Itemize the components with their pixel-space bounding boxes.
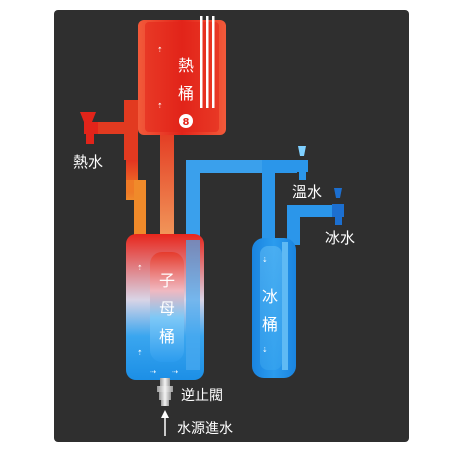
warm-faucet-icon	[296, 146, 308, 180]
svg-text:⇡: ⇡	[137, 349, 143, 357]
mother-tank-label-1: 子	[159, 271, 175, 290]
svg-text:⇡: ⇡	[157, 46, 163, 54]
mother-tank: ⇡ ⇡ ⇢ ⇢	[126, 234, 204, 380]
mother-tank-label-2: 母	[159, 299, 175, 318]
svg-text:⇡: ⇡	[137, 264, 143, 272]
warm-water-label: 溫水	[292, 183, 322, 201]
svg-text:⇣: ⇣	[262, 346, 268, 354]
svg-text:8: 8	[183, 117, 190, 128]
svg-text:⇢: ⇢	[172, 368, 178, 376]
check-valve-label: 逆止閥	[181, 388, 223, 404]
background-panel	[54, 10, 409, 442]
cold-tank-label-2: 桶	[262, 315, 278, 334]
ice-faucet-icon	[332, 188, 344, 225]
cold-tank: ⇣ ⇣	[252, 238, 296, 378]
hot-faucet-icon	[80, 112, 98, 144]
water-inlet-label: 水源進水	[177, 421, 233, 437]
check-valve-icon	[157, 378, 173, 406]
hot-tank: ⇡ ⇡ 8	[138, 16, 226, 135]
hot-water-label: 熱水	[73, 153, 103, 171]
svg-text:⇣: ⇣	[262, 256, 268, 264]
heater-icon	[179, 114, 193, 128]
svg-text:⇢: ⇢	[150, 368, 156, 376]
ice-water-label: 冰水	[325, 229, 355, 247]
inlet-arrow-icon	[161, 410, 169, 436]
hot-tank-label-2: 桶	[178, 84, 194, 103]
mother-tank-label-3: 桶	[159, 327, 175, 346]
hot-outlet-pipe	[96, 100, 146, 240]
center-riser-pipe	[160, 130, 174, 240]
svg-text:⇡: ⇡	[157, 102, 163, 110]
hot-tank-label-1: 熱	[178, 56, 194, 75]
cold-tank-label-1: 冰	[262, 287, 278, 306]
